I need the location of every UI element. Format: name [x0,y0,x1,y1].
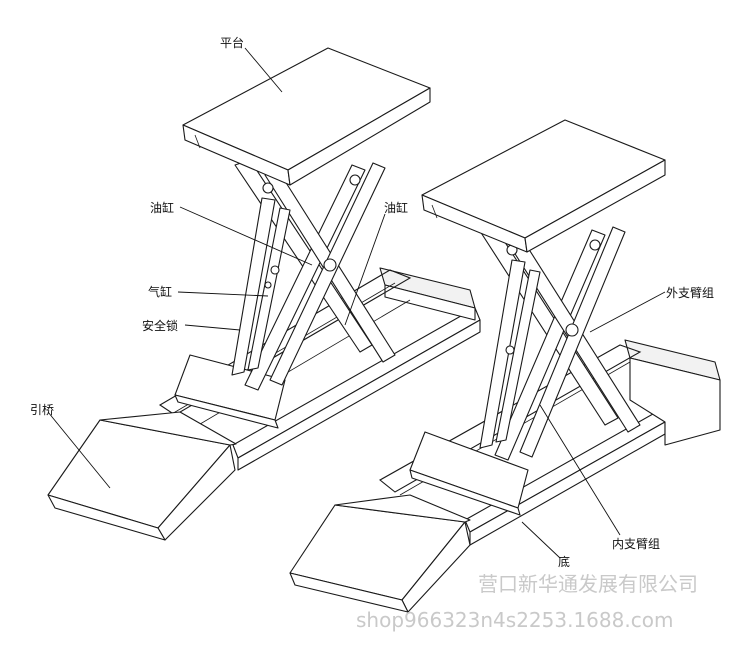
leader-platform [244,47,283,93]
label-base: 底 [558,555,571,569]
left-base-frame [158,267,481,471]
left-scissor-arms [231,159,396,391]
left-ramp [47,411,237,541]
leader-cylinder-right [344,213,386,326]
right-hinge-plate [409,431,529,516]
left-hinge-plate [174,354,286,429]
leader-base [521,521,561,559]
right-scissor-arms [477,221,641,461]
leader-outer-arm [589,291,666,333]
label-ramp: 引桥 [30,403,55,417]
right-lift-unit [289,119,721,613]
watermark-shop: shop966323n4s2253.1688.com [356,608,674,632]
watermark-company: 营口新华通发展有限公司 [478,572,698,596]
right-platform [421,119,666,253]
label-cylinder-left: 油缸 [150,201,175,215]
left-lift-unit [47,47,481,541]
leader-inner-arm [539,404,621,536]
left-platform [182,47,431,186]
label-platform: 平台 [220,36,245,50]
leader-gas-spring [177,291,269,297]
label-inner-arm: 内支臂组 [612,537,661,551]
label-gas-spring: 气缸 [148,285,173,299]
leader-cylinder-left [179,206,313,266]
leader-lines [47,47,666,559]
leader-safety-lock [184,324,241,331]
right-ramp [289,494,471,613]
label-safety-lock: 安全锁 [142,319,179,333]
leader-ramp [47,411,111,489]
label-cylinder-right: 油缸 [384,201,409,215]
label-outer-arm: 外支臂组 [666,286,715,300]
